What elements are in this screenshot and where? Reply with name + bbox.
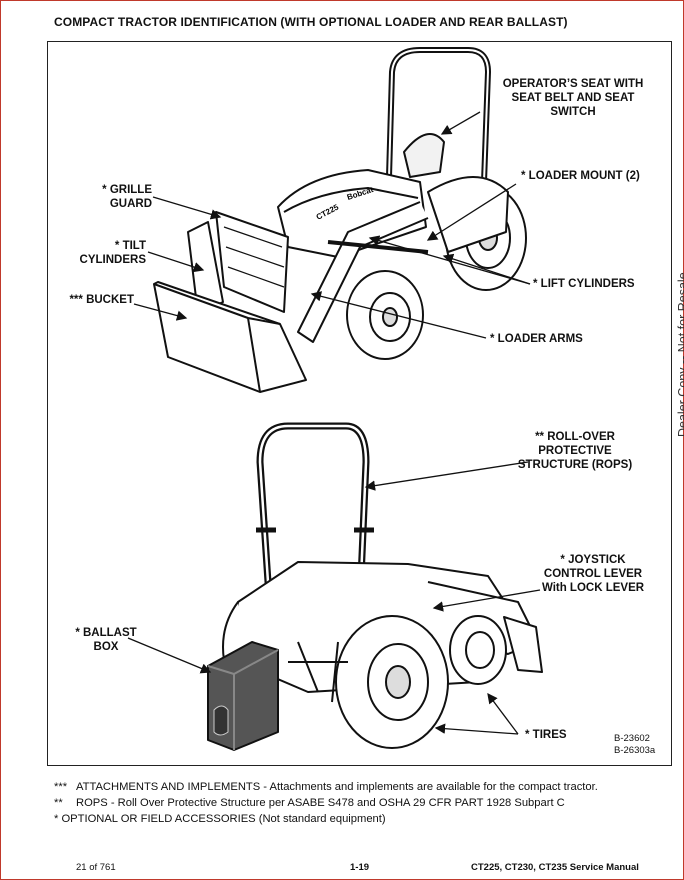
footer-page-count: 21 of 761 [76, 862, 116, 873]
callout-operators-seat: OPERATOR’S SEAT WITH SEAT BELT AND SEAT … [502, 78, 644, 118]
tractor-illustration: CT225 Bobcat [127, 47, 543, 751]
callout-loader-mount: * LOADER MOUNT (2) [521, 170, 640, 182]
footnote-attachments: *** ATTACHMENTS AND IMPLEMENTS - Attachme… [54, 780, 598, 794]
page-title: COMPACT TRACTOR IDENTIFICATION (WITH OPT… [54, 15, 568, 29]
footnote-text: ATTACHMENTS AND IMPLEMENTS - Attachments… [76, 781, 598, 793]
ballast-box-leader [127, 637, 212, 674]
figure-reference-codes: B-23602 B-26303a [614, 733, 656, 756]
footer-manual-title: CT225, CT230, CT235 Service Manual [471, 862, 639, 873]
tires-leader-2 [434, 723, 519, 735]
callout-grille-guard: * GRILLE GUARD [102, 184, 152, 210]
callout-bucket: *** BUCKET [69, 294, 134, 306]
operators-seat-leader [440, 111, 481, 135]
footnote-mark: *** [54, 781, 68, 793]
lift-cylinders-leader-2 [442, 253, 531, 285]
loader-mount-leader [426, 183, 517, 241]
callout-joystick: * JOYSTICK CONTROL LEVER With LOCK LEVER [541, 554, 645, 594]
footnote-rops: ** ROPS - Roll Over Protective Structure … [54, 796, 565, 810]
bucket-leader [133, 303, 188, 321]
footnote-text: * OPTIONAL OR FIELD ACCESSORIES (Not sta… [54, 813, 386, 825]
callout-tilt-cylinders: * TILT CYLINDERS [79, 240, 146, 266]
rops-leader [364, 461, 529, 491]
callout-leaders [127, 111, 541, 735]
rear-tractor-drawing [207, 422, 543, 751]
tires-leader [487, 692, 519, 735]
grille-guard-leader [152, 196, 222, 220]
joystick-leader [432, 589, 541, 612]
callout-loader-arms: * LOADER ARMS [490, 333, 583, 345]
footnote-text: ROPS - Roll Over Protective Structure pe… [76, 797, 565, 809]
callout-tires: * TIRES [525, 729, 567, 741]
footer-page-number: 1-19 [350, 862, 370, 873]
footnote-mark: ** [54, 797, 63, 809]
dealer-copy-stamp: Dealer Copy -- Not for Resale [676, 272, 684, 437]
callout-ballast-box: * BALLAST BOX [75, 627, 137, 653]
tilt-cylinders-leader [147, 251, 205, 273]
tractor-identification-figure: CT225 Bobcat [47, 41, 672, 766]
loader-arms-leader [310, 291, 487, 339]
front-tractor-drawing [153, 47, 527, 393]
footnote-optional: * OPTIONAL OR FIELD ACCESSORIES (Not sta… [54, 812, 386, 826]
callout-lift-cylinders: * LIFT CYLINDERS [533, 278, 635, 290]
callout-rops: ** ROLL-OVER PROTECTIVE STRUCTURE (ROPS) [517, 431, 633, 471]
